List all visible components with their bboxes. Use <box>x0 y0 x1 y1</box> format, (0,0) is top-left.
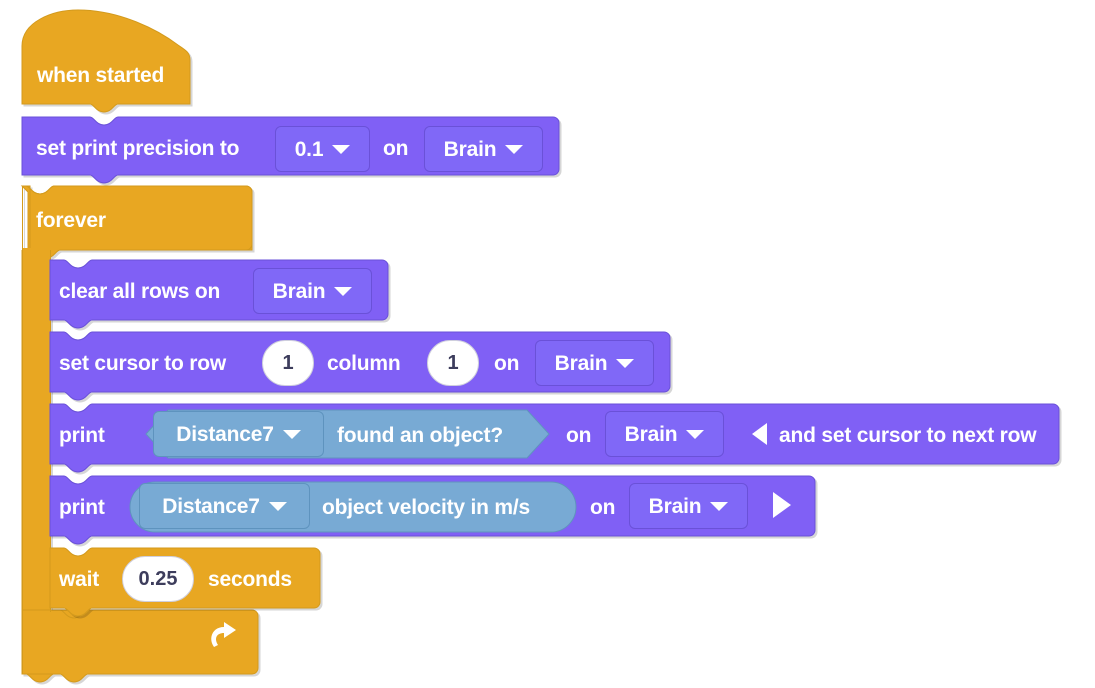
when-started-block-shape[interactable] <box>21 9 191 113</box>
chevron-down-icon <box>686 429 705 439</box>
loop-arrow-icon <box>211 622 236 647</box>
chevron-down-icon <box>710 501 729 511</box>
chevron-down-icon <box>334 286 353 296</box>
clear-all-rows-device-dropdown[interactable]: Brain <box>253 268 372 314</box>
set-cursor-on-label: on <box>494 351 520 375</box>
cursor-column-input[interactable]: 1 <box>427 340 479 386</box>
print-device-dropdown-1[interactable]: Brain <box>605 411 724 457</box>
print-on-label-1: on <box>566 423 592 447</box>
print-label-2: print <box>59 495 105 519</box>
print-label-1: print <box>59 423 105 447</box>
forever-label: forever <box>36 208 106 232</box>
collapse-left-arrow-icon[interactable] <box>752 423 767 445</box>
print-device-dropdown-2[interactable]: Brain <box>629 483 748 529</box>
object-velocity-sensor-dropdown[interactable]: Distance7 <box>139 483 310 529</box>
print-precision-device-dropdown[interactable]: Brain <box>424 126 543 172</box>
wait-seconds-input[interactable]: 0.25 <box>122 556 194 602</box>
wait-label: wait <box>59 567 100 591</box>
when-started-label: when started <box>37 63 165 87</box>
found-an-object-label: found an object? <box>337 423 503 447</box>
set-cursor-block-shape[interactable] <box>49 331 671 401</box>
wait-seconds-unit-label: seconds <box>208 567 292 591</box>
set-cursor-column-label: column <box>327 351 401 375</box>
set-print-precision-on-label: on <box>383 136 409 160</box>
expand-right-arrow-icon[interactable] <box>773 492 791 518</box>
chevron-down-icon <box>268 501 287 511</box>
chevron-down-icon <box>282 429 301 439</box>
clear-all-rows-label: clear all rows on <box>59 279 221 303</box>
print-next-row-label: and set cursor to next row <box>779 423 1037 447</box>
found-an-object-sensor-dropdown[interactable]: Distance7 <box>153 411 324 457</box>
set-print-precision-label: set print precision to <box>36 136 240 160</box>
chevron-down-icon <box>505 144 524 154</box>
print-on-label-2: on <box>590 495 616 519</box>
chevron-down-icon <box>616 358 635 368</box>
set-cursor-row-label: set cursor to row <box>59 351 226 375</box>
set-cursor-device-dropdown[interactable]: Brain <box>535 340 654 386</box>
forever-block-shape[interactable] <box>20 185 259 683</box>
print-precision-dropdown[interactable]: 0.1 <box>275 126 370 172</box>
object-velocity-label: object velocity in m/s <box>322 495 530 519</box>
cursor-row-input[interactable]: 1 <box>262 340 314 386</box>
chevron-down-icon <box>332 144 351 154</box>
